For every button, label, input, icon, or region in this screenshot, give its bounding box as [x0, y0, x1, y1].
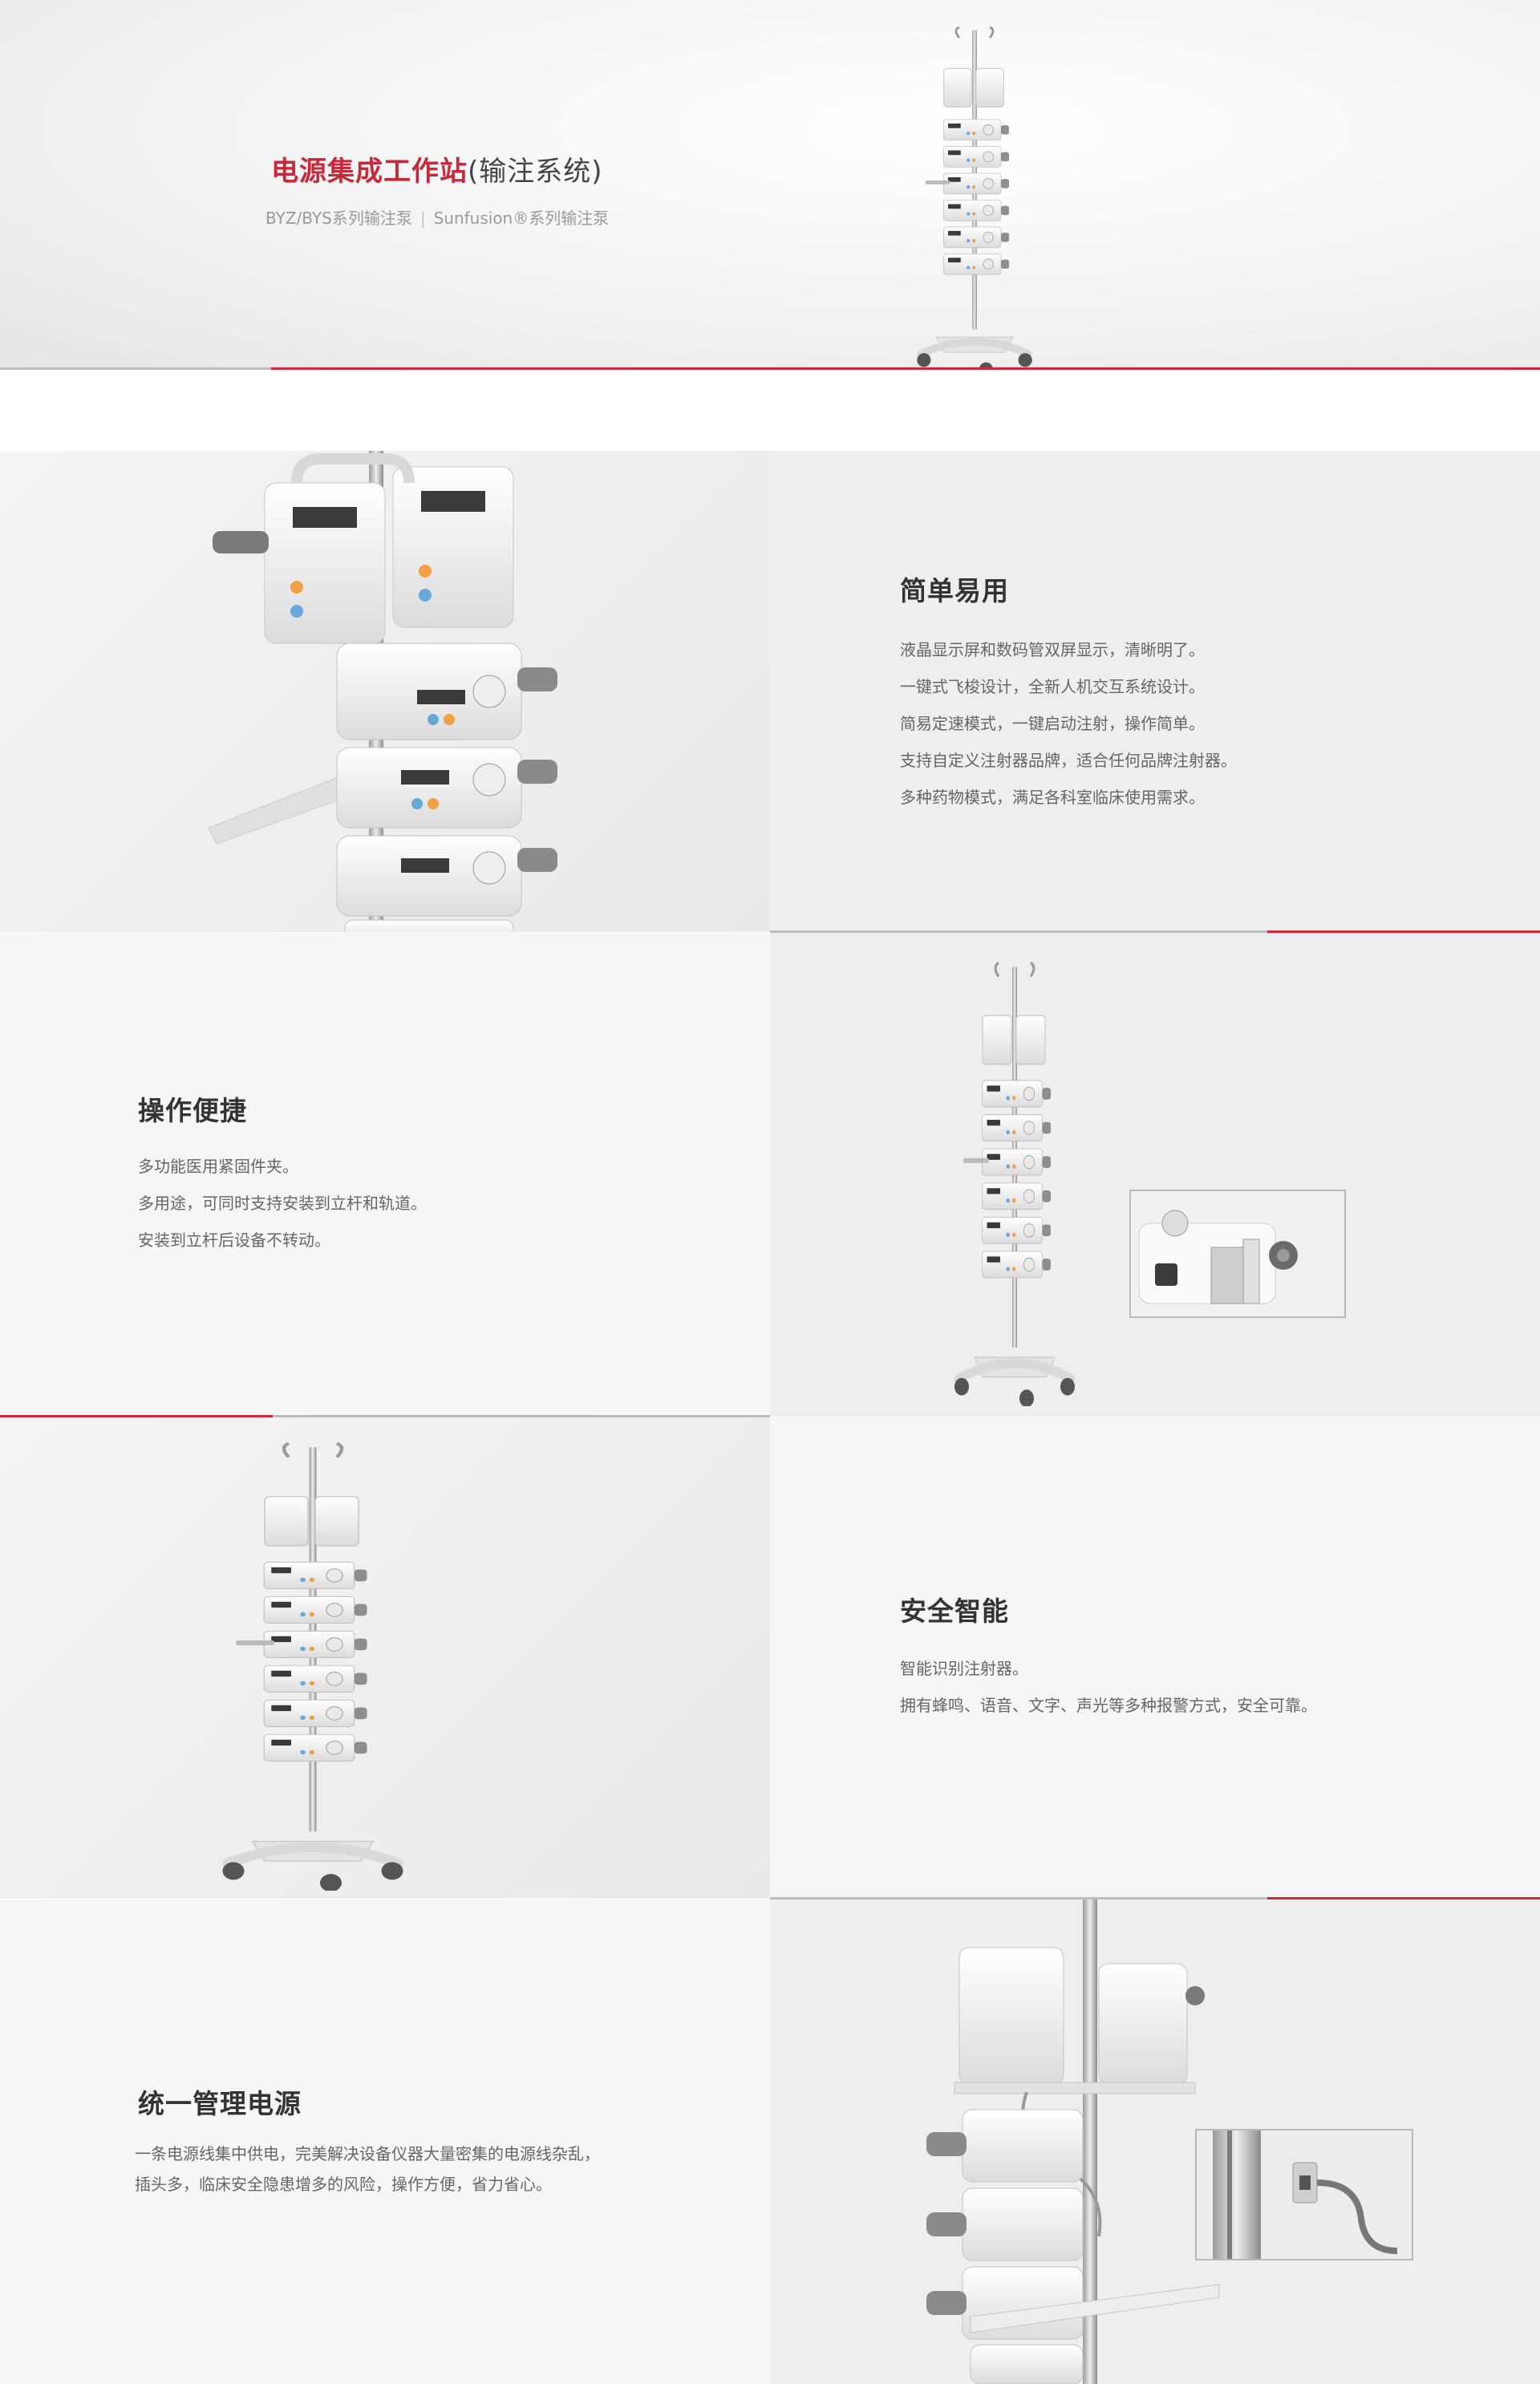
hero-banner: 电源集成工作站(输注系统) BYZ/BYS系列输注泵 | Sunfusion®系列输… [0, 0, 1540, 369]
hero-workstation-image [890, 22, 1059, 369]
hero-divider-grey [0, 367, 271, 370]
workstation-front-image [950, 957, 1079, 1406]
section1-line: 一键式飞梭设计，全新人机交互系统设计。 [900, 677, 1205, 696]
section1-line: 简易定速模式，一键启动注射，操作简单。 [900, 714, 1205, 733]
workstation-angle-image [217, 1437, 409, 1891]
page-title-paren: (输注系统) [468, 156, 603, 188]
section3-image [0, 1417, 770, 1899]
section2-line: 多用途，可同时支持安装到立杆和轨道。 [138, 1194, 427, 1213]
section2-line: 安装到立杆后设备不转动。 [138, 1231, 330, 1250]
section3-description: 智能识别注射器。 拥有蜂鸣、语音、文字、声光等多种报警方式，安全可靠。 [900, 1650, 1317, 1724]
section4-line: 一条电源线集中供电，完美解决设备仪器大量密集的电源线杂乱， [135, 2144, 600, 2163]
section4-image [770, 1899, 1540, 2384]
hero-divider-red [271, 367, 1540, 370]
section2-title: 操作便捷 [138, 1095, 247, 1126]
section1-text-panel: 简单易用 液晶显示屏和数码管双屏显示，清晰明了。 一键式飞梭设计，全新人机交互系… [770, 451, 1540, 932]
section3-text-panel: 安全智能 智能识别注射器。 拥有蜂鸣、语音、文字、声光等多种报警方式，安全可靠。 [770, 1417, 1540, 1899]
section2-line: 多功能医用紧固件夹。 [138, 1157, 298, 1176]
section1-divider-grey [770, 930, 1267, 933]
clamp-detail-inset [1129, 1190, 1346, 1318]
section2-divider-grey [273, 1415, 770, 1417]
section1-line: 支持自定义注射器品牌，适合任何品牌注射器。 [900, 751, 1237, 770]
section3-line: 拥有蜂鸣、语音、文字、声光等多种报警方式，安全可靠。 [900, 1696, 1317, 1715]
section3-divider-red [1267, 1897, 1540, 1899]
subtitle-series-right: Sunfusion®系列输注泵 [433, 209, 610, 228]
section1-image [0, 451, 770, 932]
power-cable-detail-inset [1195, 2129, 1413, 2260]
section4-description: 一条电源线集中供电，完美解决设备仪器大量密集的电源线杂乱， 插头多，临床安全隐患… [135, 2139, 600, 2200]
section2-description: 多功能医用紧固件夹。 多用途，可同时支持安装到立杆和轨道。 安装到立杆后设备不转… [138, 1148, 427, 1259]
page-title-main: 电源集成工作站 [271, 156, 468, 188]
subtitle-separator: | [419, 209, 426, 228]
section1-title: 简单易用 [900, 575, 1009, 606]
section1-line: 液晶显示屏和数码管双屏显示，清晰明了。 [900, 640, 1205, 659]
section4-title: 统一管理电源 [138, 2088, 302, 2119]
subtitle-series-left: BYZ/BYS系列输注泵 [265, 209, 412, 228]
section3-divider-grey [770, 1897, 1267, 1899]
section1-description: 液晶显示屏和数码管双屏显示，清晰明了。 一键式飞梭设计，全新人机交互系统设计。 … [900, 631, 1237, 816]
section1-divider-red [1267, 930, 1540, 933]
section2-divider-red [0, 1415, 273, 1417]
section3-line: 智能识别注射器。 [900, 1659, 1028, 1678]
section3-title: 安全智能 [900, 1595, 1009, 1627]
section2-image [770, 933, 1540, 1417]
section1-line: 多种药物模式，满足各科室临床使用需求。 [900, 788, 1205, 807]
section2-text-panel: 操作便捷 多功能医用紧固件夹。 多用途，可同时支持安装到立杆和轨道。 安装到立杆… [0, 933, 770, 1417]
section4-text-panel: 统一管理电源 一条电源线集中供电，完美解决设备仪器大量密集的电源线杂乱， 插头多… [0, 1899, 770, 2384]
page-title: 电源集成工作站(输注系统) [271, 149, 603, 189]
section4-line: 插头多，临床安全隐患增多的风险，操作方便，省力省心。 [135, 2175, 552, 2194]
page-subtitle: BYZ/BYS系列输注泵 | Sunfusion®系列输注泵 [265, 205, 609, 229]
